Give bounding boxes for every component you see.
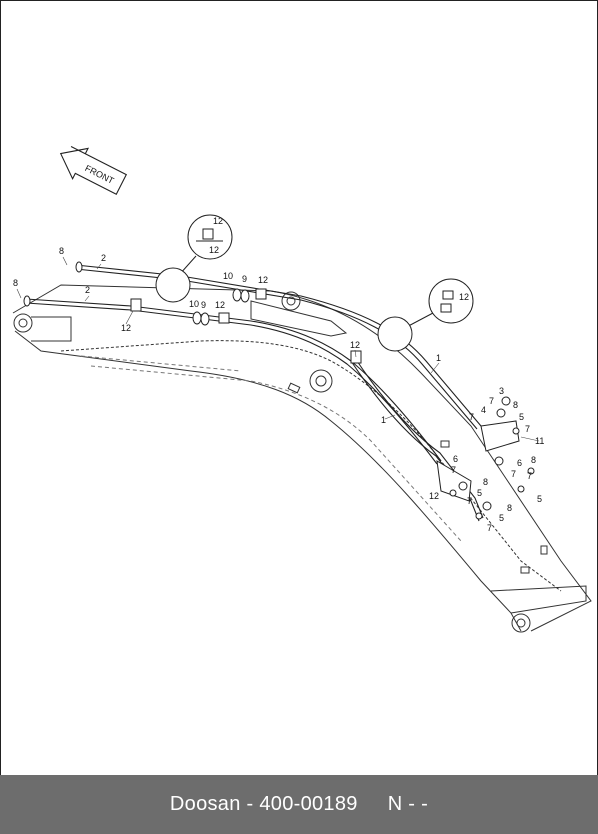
callout-label: 2 (101, 253, 106, 263)
callout-label: 8 (507, 503, 512, 513)
callout-label: 12 (121, 323, 131, 333)
callout-label: 9 (242, 274, 247, 284)
boom-piping-diagram: FRONT (12, 145, 592, 633)
detail-bubble-1 (155, 214, 233, 303)
callout-label: 10 (223, 271, 233, 281)
callout-labels: 8 2 8 2 12 10 9 12 10 9 12 12 12 12 12 1… (13, 216, 544, 533)
callout-label: 8 (531, 455, 536, 465)
callout-label: 3 (499, 386, 504, 396)
callout-label: 7 (489, 396, 494, 406)
footer-separator: - (240, 793, 260, 815)
callout-label: 7 (469, 412, 474, 422)
callout-label: 7 (451, 465, 456, 475)
callout-label: 12 (350, 340, 360, 350)
callout-label: 8 (59, 246, 64, 256)
footer-part-number: 400-00189 (259, 793, 358, 815)
callout-label: 12 (209, 245, 219, 255)
callout-label: 8 (483, 477, 488, 487)
callout-label: 7 (487, 523, 492, 533)
callout-label: 7 (467, 496, 472, 506)
callout-label: 5 (477, 488, 482, 498)
callout-label: 5 (519, 412, 524, 422)
leader-lines (16, 256, 540, 442)
pipe-1 (350, 357, 484, 522)
callout-label: 12 (258, 275, 268, 285)
callout-label: 2 (85, 285, 90, 295)
boom-body (12, 284, 592, 633)
footer-brand: Doosan (169, 793, 241, 815)
valve-block (436, 396, 535, 520)
callout-label: 12 (429, 491, 439, 501)
callout-label: 7 (525, 424, 530, 434)
callout-label: 11 (535, 436, 544, 446)
callout-label: 12 (215, 300, 225, 310)
diagram-frame: FRONT (0, 0, 598, 776)
callout-label: 9 (201, 300, 206, 310)
callout-label: 6 (517, 458, 522, 468)
callout-label: 10 (189, 299, 199, 309)
callout-label: 12 (459, 292, 469, 302)
front-arrow: FRONT (59, 145, 128, 195)
callout-label: 8 (513, 400, 518, 410)
callout-label: 1 (381, 415, 386, 425)
footer-bar: Doosan - 400-00189 N - - (0, 775, 598, 834)
hose-line-upper (75, 264, 482, 430)
callout-label: 7 (527, 471, 532, 481)
callout-label: 5 (537, 494, 542, 504)
callout-label: 5 (499, 513, 504, 523)
callout-label: 4 (481, 405, 486, 415)
detail-bubble-2 (377, 278, 474, 352)
callout-label: 1 (436, 353, 441, 363)
footer-version: N - - (387, 793, 429, 815)
callout-label: 7 (511, 469, 516, 479)
callout-label: 8 (13, 278, 18, 288)
callout-label: 12 (213, 216, 223, 226)
callout-label: 6 (453, 454, 458, 464)
